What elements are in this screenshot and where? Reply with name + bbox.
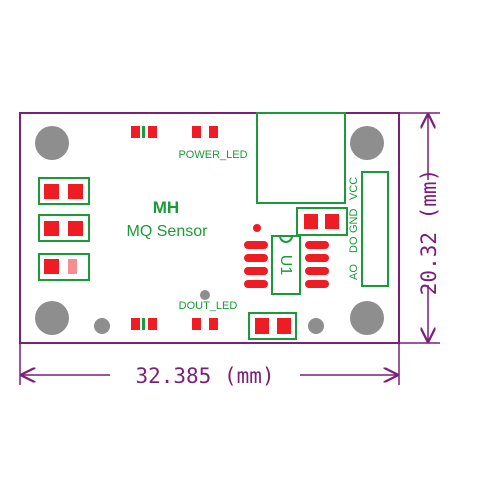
chip-pad: [305, 280, 329, 288]
capacitor-pad: [325, 214, 339, 229]
pin-header-outline: [361, 171, 389, 287]
pin-label-do: DO: [348, 236, 360, 253]
via-dot: [308, 318, 324, 334]
bottom-capacitor-pad: [277, 318, 291, 334]
chip-label: U1: [277, 255, 294, 276]
dout-led-pad: [148, 318, 157, 330]
width-dimension-label: 32.385 (mm): [135, 364, 274, 388]
left-pad-group-outline: [38, 214, 90, 242]
board-brand: MH: [153, 198, 179, 217]
chip-u1: U1: [244, 235, 329, 295]
chip-pad: [244, 280, 268, 288]
left-pad-group-outline: [38, 177, 90, 205]
left-pad: [68, 184, 83, 199]
pin-label-vcc: VCC: [348, 177, 360, 200]
power-led-label: POWER_LED: [178, 149, 247, 161]
chip-pad: [305, 267, 329, 275]
left-pad: [68, 221, 83, 236]
mounting-hole-bottom-left: [35, 301, 69, 335]
via-dot: [253, 224, 261, 232]
board-name: MQ Sensor: [127, 223, 209, 240]
dout-led-pad: [131, 318, 140, 330]
left-pad: [44, 259, 59, 274]
height-dimension-label: 20.32 (mm): [417, 169, 441, 295]
chip-pad: [244, 267, 268, 275]
sensor-footprint: [256, 112, 346, 204]
via-dot: [94, 318, 110, 334]
pin-label-ao: AO: [348, 264, 360, 280]
dout-resistor-pad: [209, 318, 218, 330]
dout-led-silk-bar: [142, 318, 145, 330]
capacitor-pad: [304, 214, 318, 229]
left-pad-group-outline: [38, 253, 90, 281]
pin-label-gnd: GND: [348, 209, 360, 234]
power-led-pad: [148, 126, 157, 138]
power-led-silk-bar: [142, 126, 145, 138]
chip-notch: [279, 235, 293, 243]
pin-labels: AO DO GND VCC: [348, 177, 360, 280]
capacitor-outline: [296, 207, 348, 236]
chip-pad: [305, 254, 329, 262]
power-resistor-pad: [209, 126, 218, 138]
power-resistor-pad: [192, 126, 201, 138]
chip-pad: [244, 254, 268, 262]
via-dot: [200, 290, 210, 300]
left-pad: [68, 259, 77, 274]
bottom-capacitor-outline: [248, 312, 297, 340]
left-pad: [44, 184, 59, 199]
power-led-pad: [131, 126, 140, 138]
bottom-capacitor-pad: [255, 318, 269, 334]
dout-led-label: DOUT_LED: [179, 300, 238, 312]
mounting-hole-bottom-right: [350, 301, 384, 335]
mounting-hole-top-right: [350, 126, 384, 160]
chip-pad: [244, 241, 268, 249]
mounting-hole-top-left: [35, 126, 69, 160]
chip-pad: [305, 241, 329, 249]
left-pad: [44, 221, 59, 236]
dout-resistor-pad: [192, 318, 201, 330]
chip-body-outline: [271, 235, 301, 295]
